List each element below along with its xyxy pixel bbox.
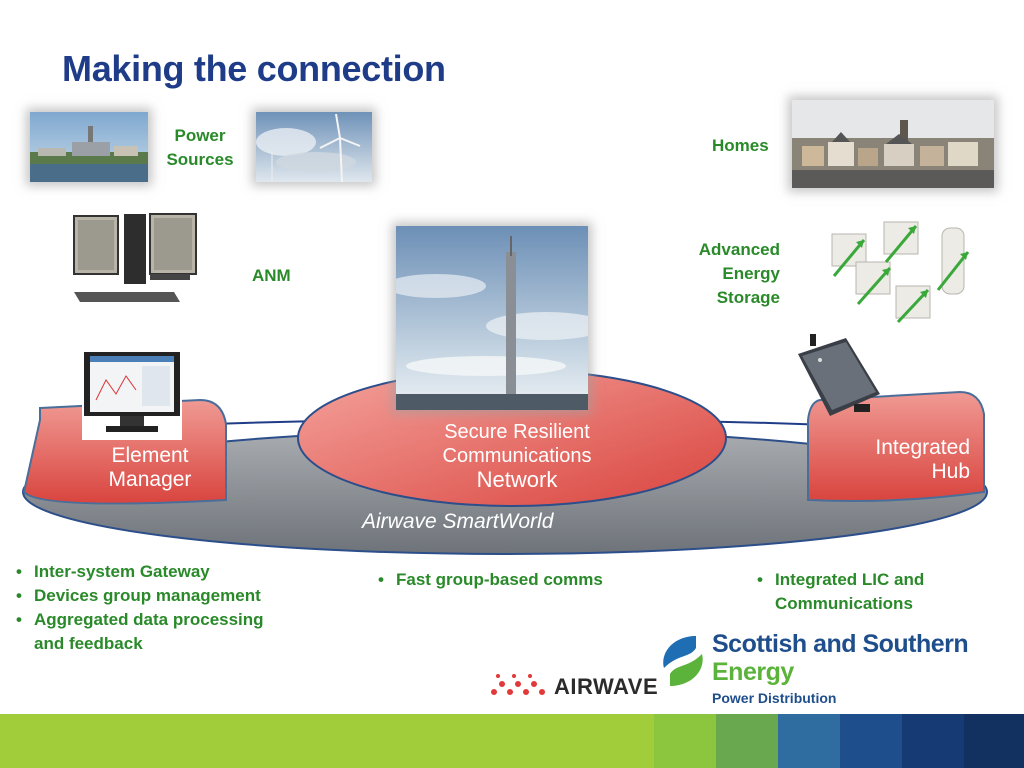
page-title: Making the connection xyxy=(62,48,446,89)
airwave-wordmark: AIRWAVE xyxy=(554,674,659,699)
list-item: Fast group-based comms xyxy=(376,568,676,592)
integrated-hub-label: Integrated Hub xyxy=(875,436,970,483)
integrated-hub-node xyxy=(807,390,985,502)
sse-name-line3: Power Distribution xyxy=(712,690,837,706)
footer-band xyxy=(0,714,1024,768)
footer-segment xyxy=(840,714,902,768)
footer-segment xyxy=(0,714,654,768)
airwave-logo: AIRWAVE xyxy=(488,668,658,702)
footer-segment xyxy=(902,714,964,768)
factory-photo xyxy=(30,112,148,182)
footer-segment xyxy=(964,714,1024,768)
element-manager-label: Element Manager xyxy=(108,444,192,491)
list-item: Devices group management xyxy=(14,584,334,608)
footer-segment xyxy=(654,714,716,768)
storage-label: Advanced Energy Storage xyxy=(698,240,780,307)
power-sources-label: Power Sources xyxy=(166,126,234,169)
center-network-label: Secure Resilient Communications Network xyxy=(442,421,592,492)
center-bullet-list: Fast group-based comms xyxy=(376,568,676,592)
storage-heater-icon xyxy=(824,218,984,328)
sse-logo-mark xyxy=(663,636,703,686)
anm-label: ANM xyxy=(252,266,291,285)
airwave-logo-mark xyxy=(491,674,545,695)
sse-name-line1: Scottish and Southern xyxy=(712,630,969,658)
town-photo xyxy=(792,100,994,188)
sse-logo: Scottish and Southern Energy Power Distr… xyxy=(656,626,986,712)
list-item: Inter-system Gateway xyxy=(14,560,334,584)
outer-ring-label: Airwave SmartWorld xyxy=(362,510,554,533)
sse-name-line2: Energy xyxy=(712,658,794,686)
radio-mast-photo xyxy=(386,226,606,410)
homes-label: Homes xyxy=(712,136,769,155)
footer-segment xyxy=(716,714,778,768)
wind-turbine-photo xyxy=(256,112,372,183)
left-bullet-list: Inter-system Gateway Devices group manag… xyxy=(14,560,334,656)
monitor-icon xyxy=(82,350,182,440)
computer-workstation-icon xyxy=(70,210,200,305)
hub-device-icon xyxy=(790,330,890,430)
footer-segment xyxy=(778,714,840,768)
